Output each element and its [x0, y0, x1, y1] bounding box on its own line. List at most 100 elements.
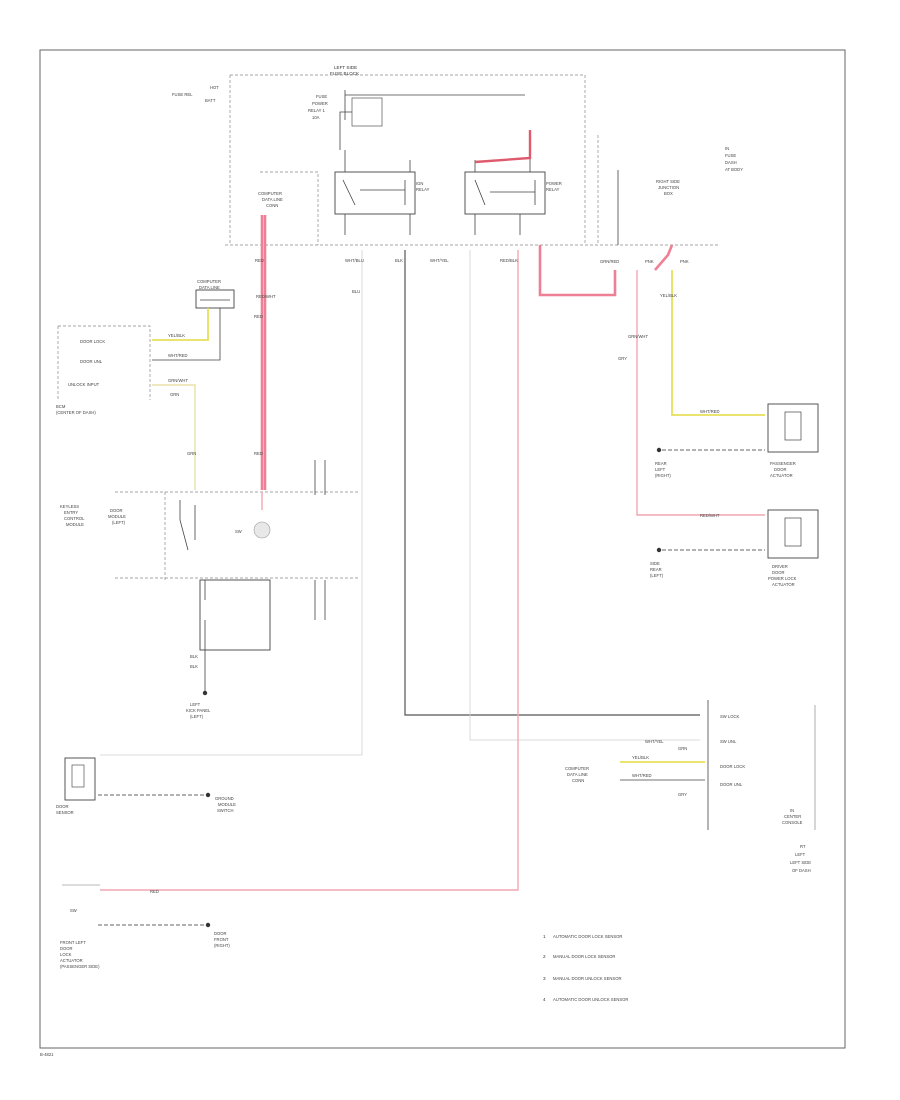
svg-text:MODULE: MODULE	[66, 522, 84, 527]
svg-text:(RIGHT): (RIGHT)	[214, 943, 230, 948]
keyless-entry-module: KEYLESS ENTRY CONTROL MODULE DOOR MODULE…	[60, 460, 360, 719]
svg-text:CONN: CONN	[572, 778, 584, 783]
svg-text:(CENTER OF DASH): (CENTER OF DASH)	[56, 410, 96, 415]
label-batt: BATT	[205, 98, 216, 103]
svg-text:REAR: REAR	[650, 567, 662, 572]
svg-text:DOOR: DOOR	[56, 804, 69, 809]
legend-mark-4: 4	[543, 997, 546, 1002]
ign-relay	[334, 171, 416, 215]
svg-text:YEL/BLK: YEL/BLK	[168, 333, 185, 338]
svg-text:CONN: CONN	[266, 203, 278, 208]
body-control-module: DOOR LOCK DOOR UNL UNLOCK INPUT BCM (CEN…	[56, 325, 196, 490]
svg-text:WHT/RED: WHT/RED	[168, 353, 188, 358]
svg-text:YEL/BLK: YEL/BLK	[660, 293, 677, 298]
legend: 1 AUTOMATIC DOOR LOCK SENSOR 2 MANUAL DO…	[543, 934, 628, 1002]
relay-box-title2: FUSE BLOCK	[330, 71, 360, 76]
door-lock-switch-connector: WHT/YEL SW LOCK SW UNL DOOR LOCK DOOR UN…	[565, 700, 816, 873]
svg-text:PNK: PNK	[680, 259, 689, 264]
svg-text:GRN: GRN	[170, 392, 179, 397]
legend-mark-1: 1	[543, 934, 546, 939]
svg-text:DATA LINE: DATA LINE	[567, 772, 588, 777]
svg-text:DASH: DASH	[725, 160, 737, 165]
footer-code: B-4821	[40, 1052, 54, 1057]
svg-text:IN: IN	[790, 808, 794, 813]
right-actuators: YEL/BLK GRN/WHT GRY WHT/RED RED/WHT REAR…	[618, 270, 819, 587]
svg-text:GRY: GRY	[678, 792, 687, 797]
svg-text:RED/BLK: RED/BLK	[500, 258, 518, 263]
svg-text:GROUND: GROUND	[215, 796, 234, 801]
svg-text:IGN: IGN	[416, 181, 423, 186]
right-junction-note: IN FUSE DASH AT BODY RIGHT SIDE JUNCTION…	[617, 146, 743, 245]
svg-text:GRN/WHT: GRN/WHT	[168, 378, 188, 383]
svg-text:WHT/YEL: WHT/YEL	[430, 258, 449, 263]
svg-text:RED: RED	[254, 314, 263, 319]
svg-text:LEFT SIDE: LEFT SIDE	[790, 860, 811, 865]
svg-text:RELAY: RELAY	[546, 187, 560, 192]
svg-text:SIDE: SIDE	[650, 561, 660, 566]
svg-text:DOOR: DOOR	[774, 467, 787, 472]
fuse-10a: 10A	[312, 115, 320, 120]
svg-text:DOOR UNL: DOOR UNL	[80, 359, 103, 364]
svg-text:SW: SW	[70, 908, 77, 913]
svg-text:MODULE: MODULE	[218, 802, 236, 807]
svg-text:DOOR: DOOR	[772, 570, 785, 575]
svg-text:WHT/BLU: WHT/BLU	[345, 258, 364, 263]
svg-text:IN: IN	[725, 146, 729, 151]
svg-text:RED/WHT: RED/WHT	[700, 513, 720, 518]
svg-text:FRONT LEFT: FRONT LEFT	[60, 940, 86, 945]
svg-text:BLK: BLK	[190, 664, 198, 669]
front-left-actuator: RED SW FRONT LEFT DOOR LOCK ACTUATOR (PA…	[60, 884, 230, 969]
svg-text:COMPUTER: COMPUTER	[197, 279, 221, 284]
svg-text:RT: RT	[800, 844, 806, 849]
svg-text:(LEFT): (LEFT)	[190, 714, 204, 719]
svg-text:REAR: REAR	[655, 461, 667, 466]
svg-text:RED: RED	[254, 451, 263, 456]
svg-text:PASSENGER: PASSENGER	[770, 461, 796, 466]
pink-loop-right: GRN/RED PNK PNK	[538, 244, 689, 297]
svg-text:DOOR UNL: DOOR UNL	[720, 782, 743, 787]
svg-text:RED: RED	[150, 889, 159, 894]
svg-text:GRN/RED: GRN/RED	[600, 259, 619, 264]
svg-text:CONSOLE: CONSOLE	[782, 820, 803, 825]
legend-item-4: AUTOMATIC DOOR UNLOCK SENSOR	[553, 997, 628, 1002]
svg-text:SW UNL: SW UNL	[720, 739, 737, 744]
svg-text:DOOR: DOOR	[60, 946, 73, 951]
svg-text:GRN: GRN	[678, 746, 687, 751]
fuse-center-2: POWER	[312, 101, 328, 106]
svg-text:LEFT: LEFT	[190, 702, 201, 707]
svg-text:KICK PANEL: KICK PANEL	[186, 708, 211, 713]
fuse-center-3: RELAY 1	[308, 108, 326, 113]
svg-text:KEYLESS: KEYLESS	[60, 504, 79, 509]
passenger-door-actuator	[767, 403, 819, 453]
svg-text:MODULE: MODULE	[108, 514, 126, 519]
svg-text:SWITCH: SWITCH	[217, 808, 234, 813]
fuse-center-1: FUSE	[316, 94, 327, 99]
svg-text:DATA LINE: DATA LINE	[199, 285, 220, 290]
svg-text:OF DASH: OF DASH	[792, 868, 811, 873]
svg-text:BCM: BCM	[56, 404, 66, 409]
svg-text:(LEFT): (LEFT)	[650, 573, 664, 578]
svg-text:WHT/YEL: WHT/YEL	[645, 739, 664, 744]
svg-text:ENTRY: ENTRY	[64, 510, 78, 515]
svg-text:CENTER: CENTER	[784, 814, 801, 819]
svg-text:RIGHT SIDE: RIGHT SIDE	[656, 179, 680, 184]
svg-text:(PASSENGER SIDE): (PASSENGER SIDE)	[60, 964, 100, 969]
svg-text:WHT/RED: WHT/RED	[700, 409, 720, 414]
relay-box-title: LEFT SIDE	[334, 65, 357, 70]
label-hot: HOT	[210, 85, 219, 90]
svg-text:RELAY: RELAY	[416, 187, 430, 192]
pink-wire-left: RED RED/WHT RED RED	[254, 215, 276, 490]
svg-text:BOX: BOX	[664, 191, 673, 196]
svg-text:DOOR: DOOR	[110, 508, 123, 513]
svg-text:ACTUATOR: ACTUATOR	[770, 473, 793, 478]
svg-text:UNLOCK INPUT: UNLOCK INPUT	[68, 382, 100, 387]
svg-text:BLK: BLK	[395, 258, 403, 263]
fuse-relay-box: LEFT SIDE FUSE BLOCK HOT FUSE REL BATT F…	[172, 65, 720, 246]
svg-text:GRY: GRY	[618, 356, 627, 361]
svg-text:GRN/WHT: GRN/WHT	[628, 334, 648, 339]
svg-text:RED/WHT: RED/WHT	[256, 294, 276, 299]
svg-text:DRIVER: DRIVER	[772, 564, 788, 569]
svg-text:SW LOCK: SW LOCK	[720, 714, 740, 719]
svg-text:LEFT: LEFT	[795, 852, 806, 857]
